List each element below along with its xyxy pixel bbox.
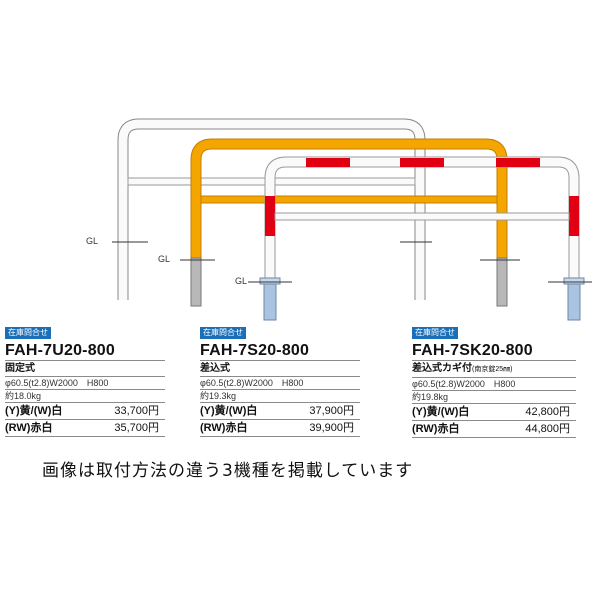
subtype-row: 差込式カギ付(南京錠25㎜) [412,360,576,378]
price-value: 44,800円 [525,423,570,435]
price-value: 37,900円 [309,405,354,417]
price-label: (Y)黄/(W)白 [200,405,258,417]
product-card-fixed: 在庫問合せ FAH-7U20-800 固定式 φ60.5(t2.8)W2000 … [5,322,165,437]
price-value: 39,900円 [309,422,354,434]
spec-text: φ60.5(t2.8)W2000 H800 [200,377,360,390]
price-row-rw: (RW)赤白 44,800円 [412,421,576,438]
weight-text: 約18.0kg [5,390,165,403]
subtype-row: 固定式 [5,360,165,377]
price-value: 35,700円 [114,422,159,434]
gl-label-1: GL [86,236,99,246]
spec-text: φ60.5(t2.8)W2000 H800 [412,378,576,391]
stock-inquiry-badge: 在庫問合せ [200,327,246,339]
spec-text: φ60.5(t2.8)W2000 H800 [5,377,165,390]
price-label: (RW)赤白 [412,423,460,435]
barrier-yellow-insert [180,138,520,307]
model-number: FAH-7SK20-800 [412,342,533,359]
stock-inquiry-badge: 在庫問合せ [5,327,51,339]
gl-label-3: GL [235,276,248,286]
price-row-rw: (RW)赤白 35,700円 [5,420,165,437]
price-label: (RW)赤白 [200,422,248,434]
price-row-yw: (Y)黄/(W)白 37,900円 [200,403,360,420]
footer-note: 画像は取付方法の違う3機種を掲載しています [42,461,414,481]
weight-text: 約19.3kg [200,390,360,403]
subtype-label: 差込式 [200,363,230,374]
price-label: (Y)黄/(W)白 [5,405,63,417]
price-value: 42,800円 [525,406,570,418]
subtype-label: 固定式 [5,363,35,374]
price-row-rw: (RW)赤白 39,900円 [200,420,360,437]
weight-text: 約19.8kg [412,391,576,404]
barrier-illustration [112,118,592,321]
model-number: FAH-7S20-800 [200,342,310,359]
subtype-row: 差込式 [200,360,360,377]
price-label: (RW)赤白 [5,422,53,434]
subtype-label: 差込式カギ付 [412,363,472,374]
price-label: (Y)黄/(W)白 [412,406,470,418]
product-card-insert-key: 在庫問合せ FAH-7SK20-800 差込式カギ付(南京錠25㎜) φ60.5… [412,322,576,438]
stock-inquiry-badge: 在庫問合せ [412,327,458,339]
barrier-red-white-key [248,156,592,321]
model-number: FAH-7U20-800 [5,342,116,359]
price-value: 33,700円 [114,405,159,417]
gl-label-2: GL [158,254,171,264]
price-row-yw: (Y)黄/(W)白 33,700円 [5,403,165,420]
subtype-note: (南京錠25㎜) [472,366,513,373]
product-card-insert: 在庫問合せ FAH-7S20-800 差込式 φ60.5(t2.8)W2000 … [200,322,360,437]
price-row-yw: (Y)黄/(W)白 42,800円 [412,404,576,421]
